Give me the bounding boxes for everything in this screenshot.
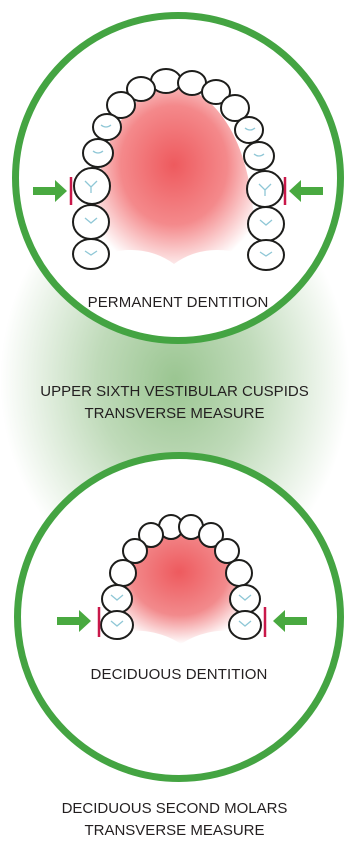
deciduous-caption: DECIDUOUS SECOND MOLARS TRANSVERSE MEASU… xyxy=(0,798,349,842)
deciduous-caption-line1: DECIDUOUS SECOND MOLARS xyxy=(0,798,349,820)
left-arrow-icon xyxy=(57,610,91,632)
left-arrow-icon xyxy=(33,180,67,202)
right-arrow-icon xyxy=(273,610,307,632)
deciduous-dentition-circle: DECIDUOUS DENTITION xyxy=(14,452,344,782)
deciduous-arch-illustration xyxy=(21,459,337,775)
right-arrow-icon xyxy=(289,180,323,202)
upper-caption: UPPER SIXTH VESTIBULAR CUSPIDS TRANSVERS… xyxy=(0,381,349,425)
permanent-dentition-circle: PERMANENT DENTITION xyxy=(12,12,344,344)
upper-caption-line2: TRANSVERSE MEASURE xyxy=(0,403,349,425)
permanent-dentition-label: PERMANENT DENTITION xyxy=(19,294,337,311)
upper-caption-line1: UPPER SIXTH VESTIBULAR CUSPIDS xyxy=(0,381,349,403)
permanent-arch-illustration xyxy=(19,19,337,337)
deciduous-caption-line2: TRANSVERSE MEASURE xyxy=(0,820,349,842)
deciduous-dentition-label: DECIDUOUS DENTITION xyxy=(21,666,337,683)
